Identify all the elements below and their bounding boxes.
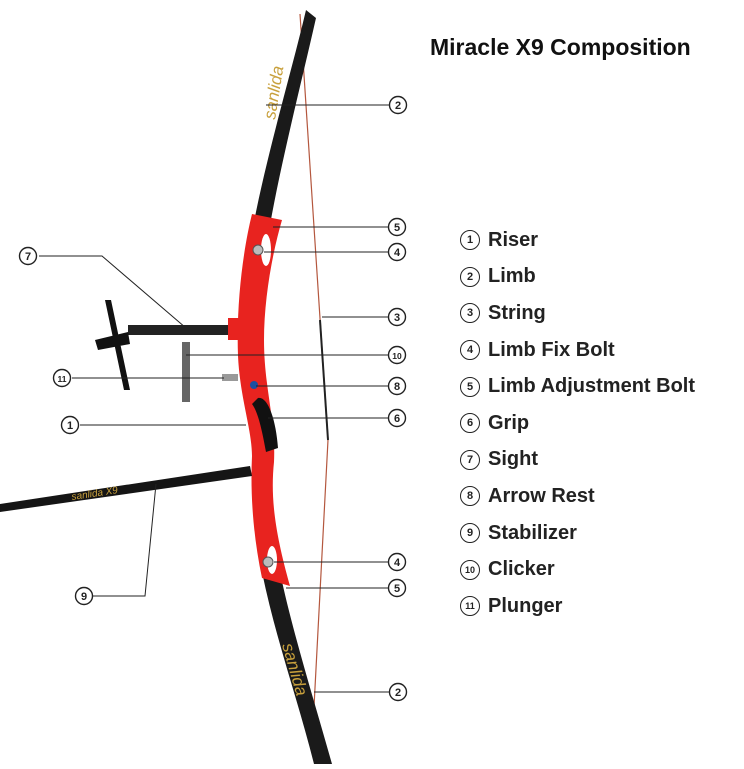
legend-label: Clicker (488, 558, 555, 581)
sight-block (228, 318, 240, 340)
legend-label: Limb (488, 265, 536, 288)
parts-legend: 1 Riser 2 Limb 3 String 4 Limb Fix Bolt 5 Limb Ad… (460, 222, 695, 625)
legend-item: 7 Sight (460, 442, 695, 479)
callout-number: 3 (394, 312, 400, 324)
legend-number: 10 (460, 559, 480, 580)
legend-label: Riser (488, 228, 539, 251)
legend-number: 3 (460, 303, 480, 324)
callout-circle (387, 217, 407, 237)
legend-number: 2 (460, 266, 480, 287)
arrow-rest (250, 381, 258, 389)
callout-circle (387, 345, 407, 365)
callout-circle (387, 242, 407, 262)
stabilizer (0, 466, 252, 512)
callout-circle (18, 246, 38, 266)
legend-item: 2 Limb (460, 259, 695, 296)
lower-limb (262, 572, 332, 764)
callout-circle (388, 682, 408, 702)
lower-limb-fix-bolt (262, 556, 274, 568)
legend-number: 5 (460, 376, 480, 397)
legend-label: Stabilizer (488, 521, 577, 544)
legend-label: Plunger (488, 594, 563, 617)
legend-item: 10 Clicker (460, 551, 695, 588)
callout-circle (60, 415, 80, 435)
legend-number: 4 (460, 340, 480, 361)
callout-markers: 2 5 4 7 3 10 11 8 1 6 9 4 5 2 (18, 95, 408, 702)
legend-item: 5 Limb Adjustment Bolt (460, 368, 695, 405)
callout-number: 10 (392, 351, 402, 361)
sight-bar (128, 325, 238, 335)
string-serving (319, 319, 329, 441)
legend-item: 3 String (460, 295, 695, 332)
callout-number: 4 (394, 557, 401, 569)
plunger (222, 374, 238, 381)
leader-lines (39, 104, 389, 693)
leader-stabilizer (93, 483, 157, 597)
callout-circle (388, 95, 408, 115)
legend-item: 8 Arrow Rest (460, 478, 695, 515)
legend-number: 8 (460, 486, 480, 507)
callout-circle (52, 368, 72, 388)
riser-cutout-top (261, 234, 271, 266)
callout-circle (387, 376, 407, 396)
callout-number: 8 (394, 381, 400, 393)
legend-label: Sight (488, 448, 538, 471)
callout-number: 2 (395, 687, 401, 699)
upper-limb (254, 10, 316, 225)
legend-item: 6 Grip (460, 405, 695, 442)
legend-number: 9 (460, 523, 480, 544)
legend-label: Limb Adjustment Bolt (488, 375, 696, 398)
callout-circle (74, 586, 94, 606)
grip (252, 397, 278, 452)
callout-number: 6 (394, 413, 400, 425)
upper-limb-fix-bolt (252, 244, 264, 256)
callout-number: 9 (81, 591, 87, 603)
legend-item: 11 Plunger (460, 588, 695, 625)
legend-label: String (488, 301, 546, 324)
callout-circle (387, 578, 407, 598)
legend-label: Arrow Rest (488, 484, 595, 507)
sight-frame (95, 300, 130, 390)
callout-number: 5 (394, 222, 400, 234)
diagram-title: Miracle X9 Composition (430, 34, 691, 60)
callout-number: 1 (67, 420, 73, 432)
legend-item: 1 Riser (460, 222, 695, 259)
legend-number: 1 (460, 230, 480, 251)
legend-number: 11 (460, 596, 480, 617)
callout-number: 2 (395, 100, 401, 112)
callout-number: 4 (394, 247, 401, 259)
stabilizer-brand: sanlida X9 (71, 485, 119, 503)
callout-circle (387, 307, 407, 327)
callout-number: 11 (58, 374, 67, 384)
legend-label: Grip (488, 411, 530, 434)
leader-sight (39, 255, 187, 329)
legend-number: 6 (460, 413, 480, 434)
clicker (182, 342, 190, 402)
callout-number: 5 (394, 583, 400, 595)
callout-circle (387, 552, 407, 572)
legend-label: Limb Fix Bolt (488, 338, 615, 361)
callout-circle (387, 408, 407, 428)
lower-limb-brand: sanlida (278, 641, 311, 698)
legend-item: 4 Limb Fix Bolt (460, 332, 695, 369)
legend-number: 7 (460, 449, 480, 470)
legend-item: 9 Stabilizer (460, 515, 695, 552)
callout-number: 7 (25, 251, 31, 263)
